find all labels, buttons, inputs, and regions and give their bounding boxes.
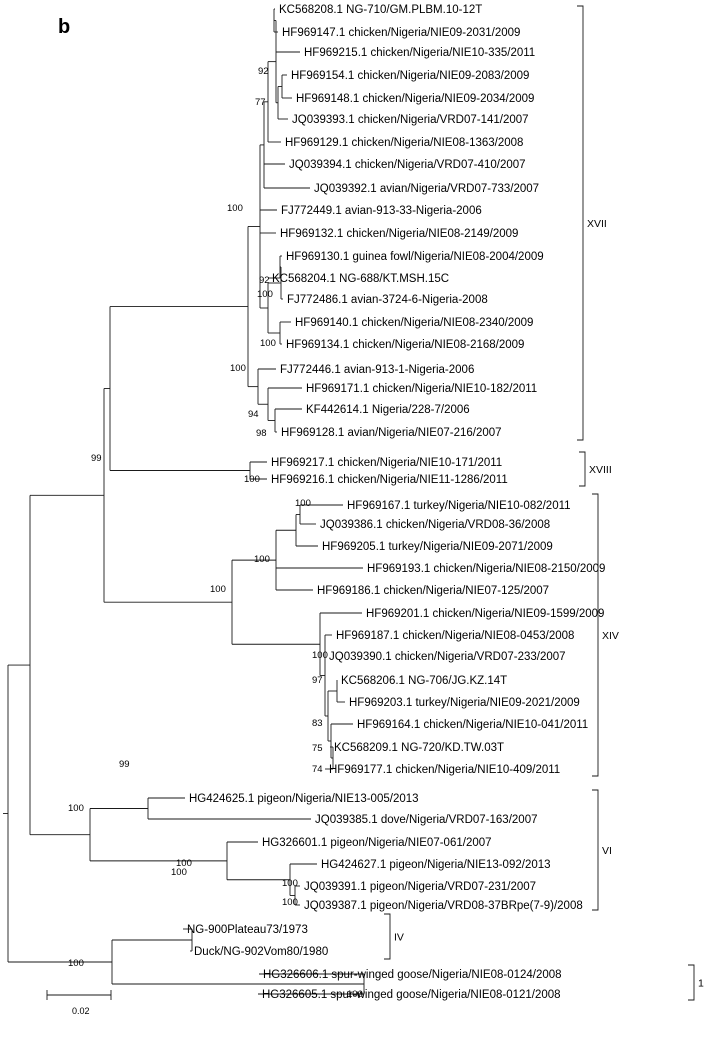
support-value: 74 [312,764,323,775]
leaf-label: JQ039394.1 chicken/Nigeria/VRD07-410/200… [289,159,526,171]
tree-branches [3,8,365,995]
clade-label: IV [394,932,404,944]
leaf-label: HG424627.1 pigeon/Nigeria/NIE13-092/2013 [321,859,551,871]
leaf-label: HF969171.1 chicken/Nigeria/NIE10-182/201… [306,383,537,395]
leaf-label: HF969132.1 chicken/Nigeria/NIE08-2149/20… [280,228,518,240]
support-value: 100 [282,878,298,889]
support-value: 100 [282,897,298,908]
support-value: 92 [259,275,270,286]
support-value: 100 [312,650,328,661]
leaf-label: HF969201.1 chicken/Nigeria/NIE09-1599/20… [366,608,604,620]
leaf-label: HF969187.1 chicken/Nigeria/NIE08-0453/20… [336,630,574,642]
clade-bracket [688,964,695,1001]
support-value: 100 [260,338,276,349]
support-value: 97 [312,675,323,686]
leaf-label: FJ772486.1 avian-3724-6-Nigeria-2008 [287,294,488,306]
clade-label: XVII [587,218,607,230]
leaf-label: HF969128.1 avian/Nigeria/NIE07-216/2007 [281,427,502,439]
leaf-label: KC568209.1 NG-720/KD.TW.03T [334,742,504,754]
leaf-label: JQ039387.1 pigeon/Nigeria/VRD08-37BRpe(7… [304,900,583,912]
leaf-label: HF969217.1 chicken/Nigeria/NIE10-171/201… [271,457,502,469]
leaf-label: HF969140.1 chicken/Nigeria/NIE08-2340/20… [295,317,533,329]
leaf-label: KF442614.1 Nigeria/228-7/2006 [306,404,470,416]
leaf-label: HF969193.1 chicken/Nigeria/NIE08-2150/20… [367,563,605,575]
clade-bracket [579,451,586,487]
support-value: 100 [347,989,363,1000]
leaf-label: NG-900Plateau73/1973 [187,924,308,936]
clade-label: VI [602,845,612,857]
clade-bracket [592,789,599,911]
scale-bar-label: 0.02 [72,1006,90,1016]
leaf-label: HF969215.1 chicken/Nigeria/NIE10-335/201… [304,47,535,59]
leaf-label: JQ039386.1 chicken/Nigeria/VRD08-36/2008 [320,519,550,531]
leaf-label: KC568206.1 NG-706/JG.KZ.14T [341,675,507,687]
support-value: 92 [258,66,269,77]
leaf-label: JQ039393.1 chicken/Nigeria/VRD07-141/200… [292,114,529,126]
support-value: 99 [91,453,102,464]
clade-label: XIV [602,630,619,642]
support-value: 83 [312,718,323,729]
leaf-label: FJ772449.1 avian-913-33-Nigeria-2006 [281,205,482,217]
support-value: 94 [248,409,259,420]
support-value: 77 [255,97,266,108]
clade-bracket [384,913,391,960]
leaf-label: HG326606.1 spur-winged goose/Nigeria/NIE… [263,969,562,981]
clade-label: 1 [698,978,704,990]
leaf-labels: KC568208.1 NG-710/GM.PLBM.10-12T HF969147… [187,4,605,1001]
leaf-label: FJ772446.1 avian-913-1-Nigeria-2006 [280,364,474,376]
clade-bracket [592,493,599,777]
leaf-label: KC568208.1 NG-710/GM.PLBM.10-12T [279,4,482,16]
leaf-label: HF969203.1 turkey/Nigeria/NIE09-2021/200… [349,697,580,709]
leaf-label: HG424625.1 pigeon/Nigeria/NIE13-005/2013 [189,793,419,805]
leaf-label: JQ039390.1 chicken/Nigeria/VRD07-233/200… [329,651,566,663]
support-value: 100 [244,474,260,485]
support-value: 100 [254,554,270,565]
leaf-label: JQ039391.1 pigeon/Nigeria/VRD07-231/2007 [304,881,536,893]
support-value: 75 [312,743,323,754]
support-value: 100 [176,858,192,869]
leaf-label: HF969148.1 chicken/Nigeria/NIE09-2034/20… [296,93,534,105]
clade-label: XVIII [589,464,612,476]
leaf-label: HF969205.1 turkey/Nigeria/NIE09-2071/200… [322,541,553,553]
leaf-label: HG326601.1 pigeon/Nigeria/NIE07-061/2007 [262,837,492,849]
support-value: 100 [257,289,273,300]
leaf-label: HF969154.1 chicken/Nigeria/NIE09-2083/20… [291,70,529,82]
leaf-label: HF969164.1 chicken/Nigeria/NIE10-041/201… [357,719,588,731]
support-value: 100 [171,867,187,878]
leaf-label: Duck/NG-902Vom80/1980 [194,946,328,958]
clade-brackets: XVII XVIII XIV VI IV 1 [384,5,704,1001]
leaf-label: HF969134.1 chicken/Nigeria/NIE08-2168/20… [286,339,524,351]
leaf-label: HF969129.1 chicken/Nigeria/NIE08-1363/20… [285,137,523,149]
support-value: 100 [68,803,84,814]
leaf-label: JQ039385.1 dove/Nigeria/VRD07-163/2007 [315,814,537,826]
leaf-label: JQ039392.1 avian/Nigeria/VRD07-733/2007 [314,183,539,195]
leaf-label: HG326605.1 spur-winged goose/Nigeria/NIE… [262,989,561,1001]
leaf-label: KC568204.1 NG-688/KT.MSH.15C [272,273,449,285]
support-value: 100 [230,363,246,374]
leaf-label: HF969130.1 guinea fowl/Nigeria/NIE08-200… [286,251,544,263]
support-values: 9277100921001001009498100991001001001009… [68,66,363,1000]
support-value: 100 [227,203,243,214]
support-value: 99 [119,759,130,770]
support-value: 100 [295,498,311,509]
leaf-label: HF969186.1 chicken/Nigeria/NIE07-125/200… [317,585,549,597]
support-value: 100 [68,958,84,969]
support-value: 100 [210,584,226,595]
panel-label: b [58,16,70,38]
leaf-label: HF969167.1 turkey/Nigeria/NIE10-082/2011 [347,500,571,512]
leaf-label: HF969177.1 chicken/Nigeria/NIE10-409/201… [329,764,560,776]
support-value: 98 [256,428,267,439]
leaf-label: HF969216.1 chicken/Nigeria/NIE11-1286/20… [271,474,508,486]
scale-bar: 0.02 [46,990,112,1016]
leaf-label: HF969147.1 chicken/Nigeria/NIE09-2031/20… [282,27,520,39]
clade-bracket [577,5,584,441]
